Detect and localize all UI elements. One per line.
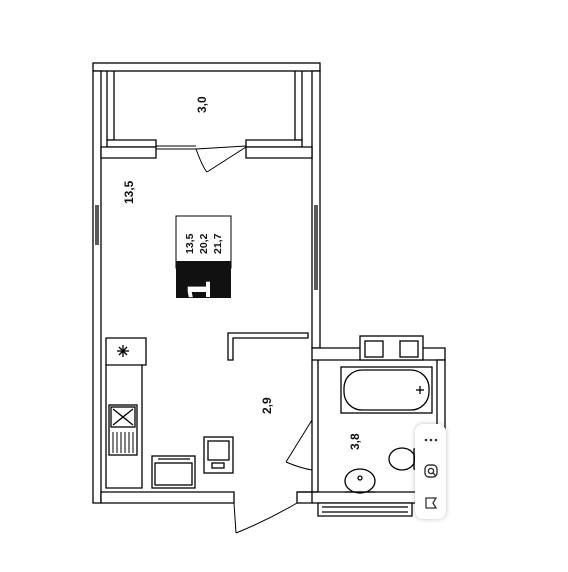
summary-total: 20,2 bbox=[198, 233, 210, 254]
more-dots-icon[interactable] bbox=[420, 429, 442, 451]
hob-symbol bbox=[117, 345, 129, 357]
left-window bbox=[95, 205, 318, 290]
living-area-label: 13,5 bbox=[122, 180, 136, 204]
bathroom-door bbox=[285, 419, 313, 471]
sink bbox=[344, 468, 376, 494]
balcony-area-label: 3,0 bbox=[195, 96, 209, 113]
area-summary-box: 13,5 20,2 21,7 bbox=[175, 215, 232, 269]
entrance-door bbox=[233, 502, 298, 534]
rooms-count: 1 bbox=[183, 280, 218, 301]
lens-search-icon[interactable] bbox=[420, 460, 442, 482]
kitchen-sink-unit bbox=[108, 404, 138, 456]
appliance-box bbox=[203, 436, 234, 474]
kitchen-counter bbox=[105, 337, 147, 489]
ventilation-shafts bbox=[359, 335, 424, 361]
bathtub bbox=[340, 366, 433, 414]
bookmark-icon[interactable] bbox=[420, 492, 442, 514]
stove bbox=[151, 455, 196, 489]
summary-with-balcony: 21,7 bbox=[212, 233, 224, 254]
hall-area-label: 2,9 bbox=[260, 397, 274, 414]
summary-living: 13,5 bbox=[184, 233, 196, 254]
balcony-walls bbox=[92, 62, 321, 504]
floating-toolbar bbox=[415, 424, 446, 519]
bathroom-area-label: 3,8 bbox=[348, 433, 362, 450]
rooms-count-badge: 1 bbox=[176, 261, 231, 300]
